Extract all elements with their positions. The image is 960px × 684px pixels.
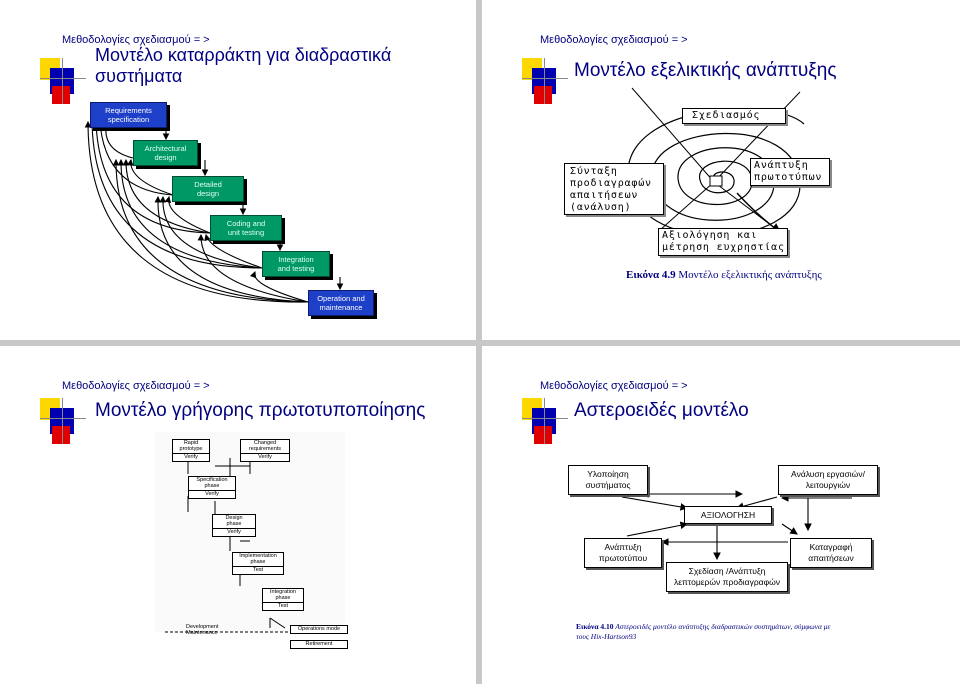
decoration-squares [40,398,86,444]
slide-header: Μεθοδολογίες σχεδιασμού = > [62,380,210,392]
decoration-squares [40,58,86,104]
slide-rapid-prototyping: Μεθοδολογίες σχεδιασμού = > Μοντέλο γρήγ… [0,346,476,684]
label-box-prototypes [750,158,830,186]
label-box-design [682,108,786,124]
figure-caption: Εικόνα 4.10 Αστεροειδές μοντέλο ανάπτυξη… [576,622,831,641]
waterfall-arrows [84,117,344,303]
slide-title: Μοντέλο γρήγορης πρωτοτυποποίησης [95,400,426,421]
box-verify: Verify [188,490,236,499]
slide-star-model: Μεθοδολογίες σχεδιασμού = > Αστεροειδές … [482,346,960,684]
label-prototypes: Ανάπτυξη πρωτοτύπων [754,160,823,183]
box-evaluation: ΑΞΙΟΛΟΓΗΣΗ [684,506,772,524]
star-model-arrows [621,490,852,561]
label-box-evaluation [658,228,788,256]
box-test: Test [262,602,304,611]
slide-title: Μοντέλο εξελικτικής ανάπτυξης [574,60,837,81]
box-verify: Verify [240,453,290,462]
box-verify: Verify [212,528,256,537]
slide-header: Μεθοδολογίες σχεδιασμού = > [540,380,688,392]
box-test: Test [232,566,284,575]
slide-header: Μεθοδολογίες σχεδιασμού = > [540,34,688,46]
box-verify: Verify [172,453,210,462]
label-design: Σχεδιασμός [692,110,761,121]
box-retirement: Retirement [290,640,348,649]
box-operations-mode: Operations mode [290,625,348,634]
label-box-analysis [564,163,664,215]
slide-title: Αστεροειδές μοντέλο [574,400,749,421]
slide-waterfall: Μεθοδολογίες σχεδιασμού = > Μοντέλο κατα… [0,0,476,340]
figure-caption: Εικόνα 4.9 Μοντέλο εξελικτικής ανάπτυξης [626,269,822,281]
decoration-squares [522,398,568,444]
spiral-diagram [627,87,805,237]
label-analysis: Σύνταξη προδιαγραφών απαιτήσεων (ανάλυση… [570,166,652,213]
slide-header: Μεθοδολογίες σχεδιασμού = > [62,34,210,46]
slide-spiral: Μεθοδολογίες σχεδιασμού = > Μοντέλο εξελ… [482,0,960,340]
decoration-squares [522,58,568,104]
slide-title: Μοντέλο καταρράκτη για διαδραστικά συστή… [95,45,392,86]
box-task-analysis: Ανάλυση εργασιών/λειτουργιών [778,465,878,495]
label-evaluation: Αξιολόγηση και μέτρηση ευχρηστίας [662,230,785,253]
